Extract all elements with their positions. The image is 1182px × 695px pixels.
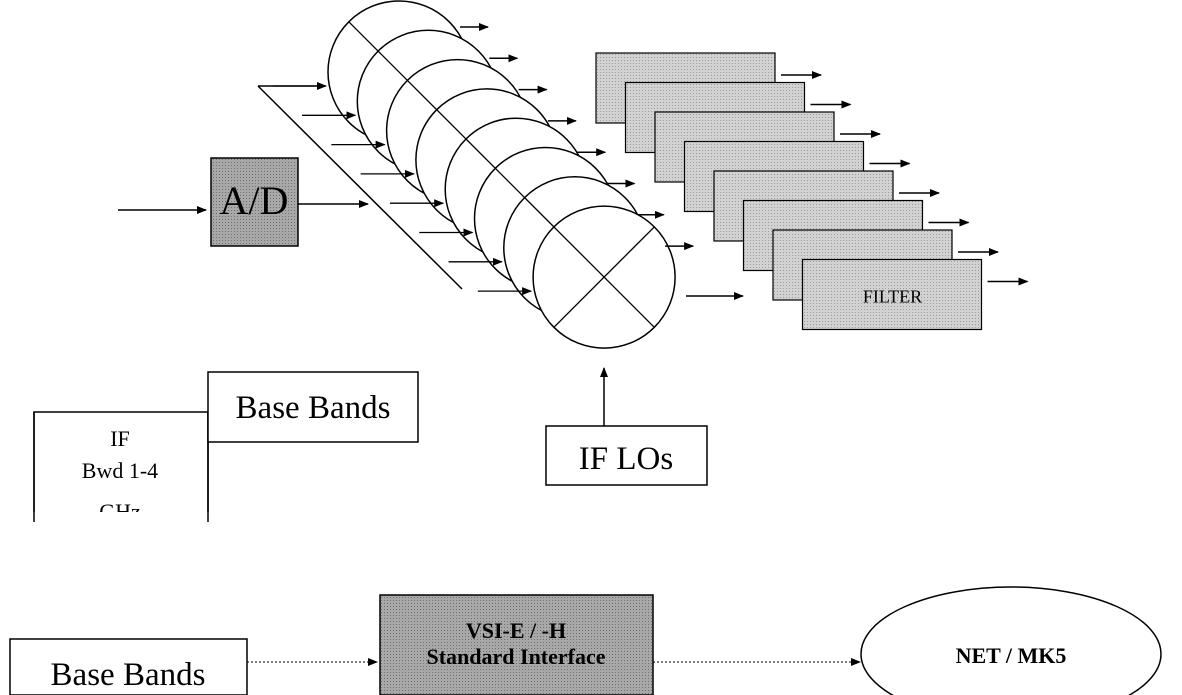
if-input-block: IF Bwd 1-4 GHz xyxy=(30,411,212,524)
vsi-title: VSI-E / -H xyxy=(466,618,566,643)
mixer-multiply-icon xyxy=(553,226,655,328)
vsi-subtitle: Standard Interface xyxy=(426,644,605,669)
if-line-2: Bwd 1-4 xyxy=(82,458,158,483)
net-mk5-block: NET / MK5 xyxy=(860,586,1162,695)
if-los-label: IF LOs xyxy=(579,441,673,477)
mixer-bank: FILTER xyxy=(272,0,1029,349)
mixer-stage xyxy=(477,205,695,349)
ad-label: A/D xyxy=(220,178,289,223)
if-los-block: IF LOs xyxy=(545,367,708,486)
filter-block: FILTER xyxy=(801,258,1029,331)
base-bands-bottom-label: Base Bands xyxy=(51,657,206,693)
ad-converter-block: A/D xyxy=(210,157,299,247)
vsi-interface-block: VSI-E / -H Standard Interface xyxy=(379,594,654,695)
if-line-1: IF xyxy=(110,426,130,451)
base-bands-top-block: Base Bands xyxy=(207,371,419,443)
net-mk5-label: NET / MK5 xyxy=(956,643,1067,668)
base-bands-top-label: Base Bands xyxy=(236,390,391,426)
filter-label: FILTER xyxy=(863,287,922,307)
base-bands-bottom-block: Base Bands xyxy=(9,638,248,695)
